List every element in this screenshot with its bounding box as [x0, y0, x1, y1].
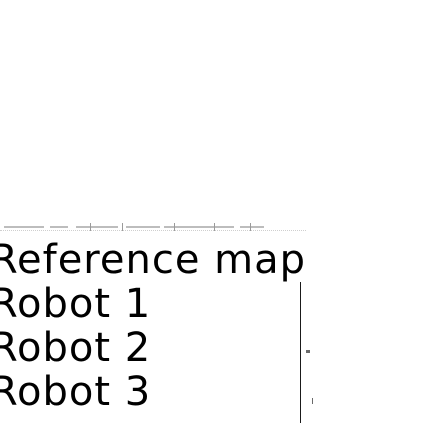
legend-title: Reference map — [0, 237, 307, 283]
legend-right-border — [300, 282, 301, 423]
scan-speck — [306, 350, 310, 353]
legend-top-border — [0, 230, 306, 231]
legend-item-robot-1: Robot 1 — [0, 281, 152, 327]
legend-item-robot-3: Robot 3 — [0, 369, 152, 415]
legend-item-robot-2: Robot 2 — [0, 325, 152, 371]
scan-speck — [312, 398, 313, 404]
scan-artifact-strip — [4, 222, 304, 234]
